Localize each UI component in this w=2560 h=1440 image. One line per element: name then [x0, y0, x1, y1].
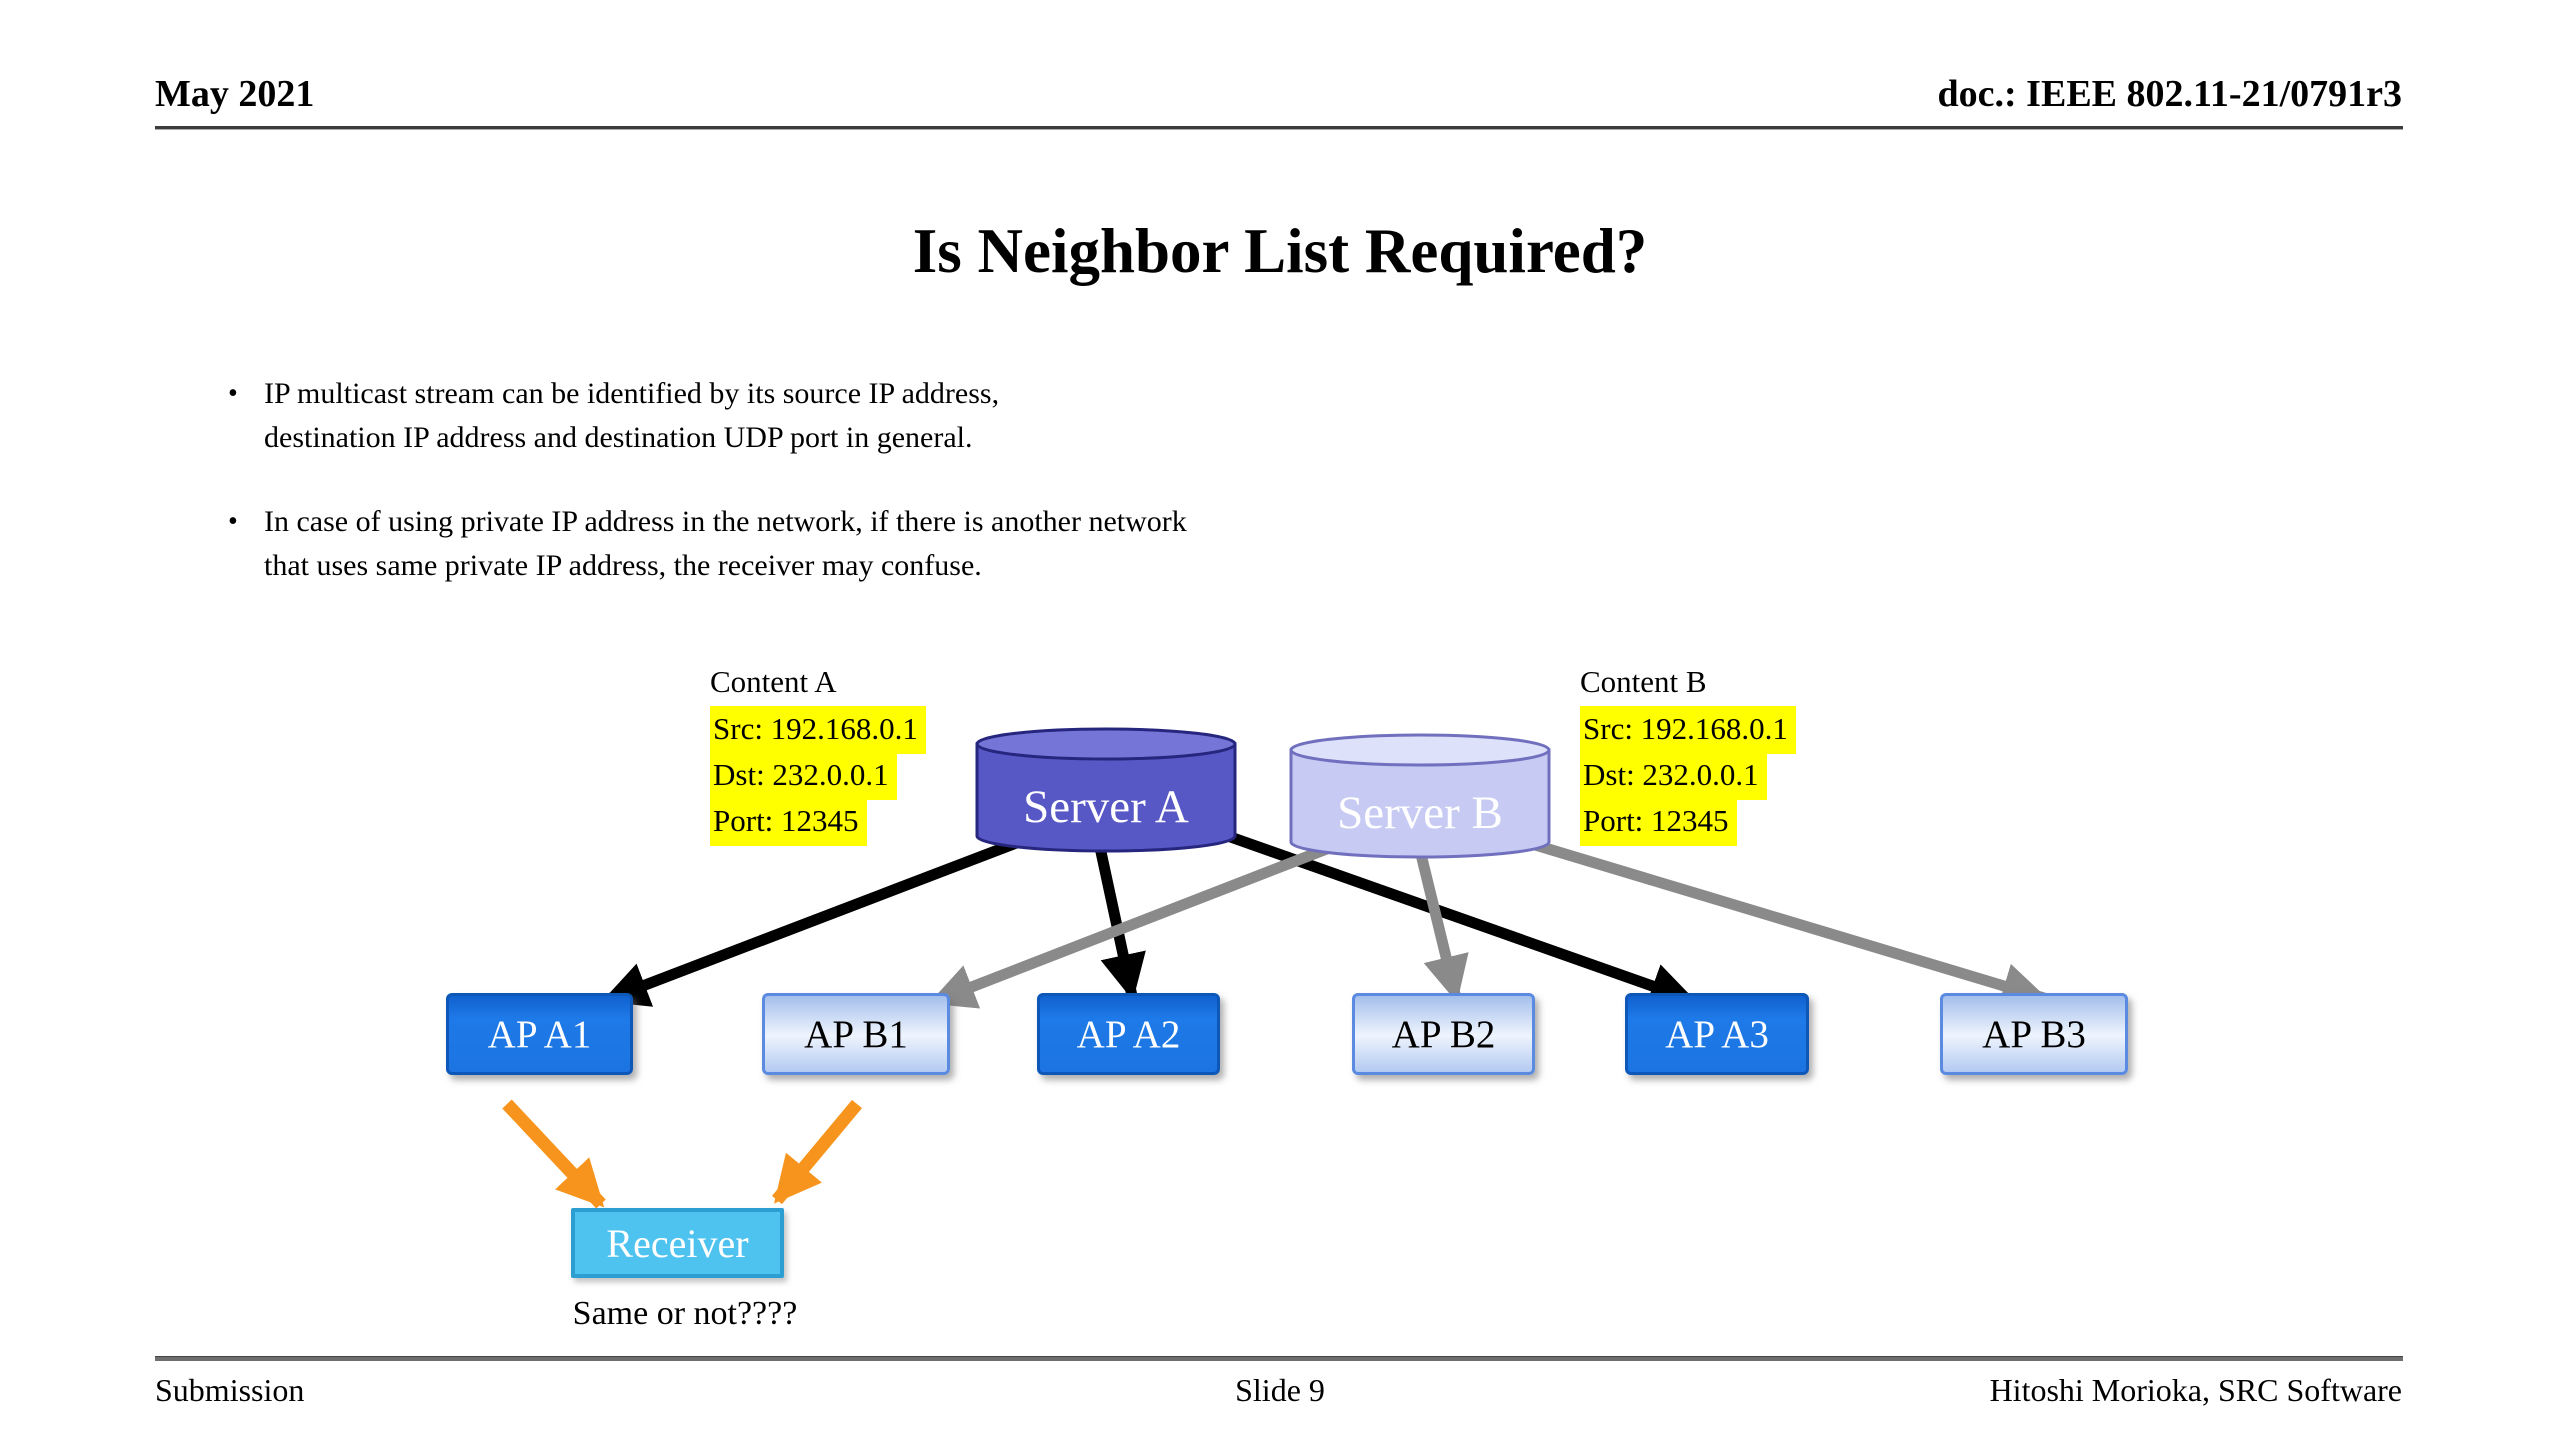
bullet-marker: •: [228, 378, 238, 409]
content-a-block: Content A Src: 192.168.0.1 Dst: 232.0.0.…: [710, 660, 926, 846]
bullet-line: IP multicast stream can be identified by…: [264, 377, 1000, 410]
content-b-block: Content B Src: 192.168.0.1 Dst: 232.0.0.…: [1580, 660, 1796, 846]
footer-author: Hitoshi Morioka, SRC Software: [1989, 1372, 2402, 1408]
arrow-apA1-to-receiver: [502, 1099, 606, 1209]
highlighted-text: Dst: 232.0.0.1: [1580, 752, 1767, 800]
server-b-cylinder: Server B: [1289, 733, 1551, 859]
server-b-top: [1289, 733, 1551, 767]
content-a-src: Src: 192.168.0.1: [710, 706, 926, 754]
server-a-body: [975, 742, 1237, 853]
content-b-dst: Dst: 232.0.0.1: [1580, 752, 1796, 800]
footer-submission: Submission: [155, 1372, 305, 1408]
node-ap-b2: AP B2: [1352, 993, 1535, 1075]
arrow-serverA-to-apA1: [601, 826, 1047, 1007]
server-a-label: Server A: [1023, 781, 1189, 833]
header-date: May 2021: [155, 73, 315, 115]
question-text: Same or not????: [572, 1295, 798, 1332]
server-b-label: Server B: [1337, 787, 1503, 839]
bullet-list: • IP multicast stream can be identified …: [228, 372, 1528, 588]
node-ap-a2: AP A2: [1037, 993, 1220, 1075]
highlighted-text: Src: 192.168.0.1: [710, 706, 926, 754]
server-a-cylinder: Server A: [975, 727, 1237, 853]
node-ap-b3: AP B3: [1940, 993, 2128, 1075]
arrow-serverB-to-apB1: [928, 832, 1357, 1009]
footer-slide-number: Slide 9: [1235, 1372, 1325, 1408]
arrow-serverA-to-apA3: [1203, 822, 1697, 1008]
content-b-port: Port: 12345: [1580, 798, 1796, 846]
node-ap-a3: AP A3: [1625, 993, 1809, 1075]
arrow-apB1-to-receiver: [772, 1099, 862, 1205]
content-a-title: Content A: [710, 664, 837, 699]
arrow-serverB-to-apB2: [1412, 840, 1469, 1003]
bullet-line: that uses same private IP address, the r…: [264, 549, 982, 582]
content-b-title: Content B: [1580, 664, 1707, 699]
content-a-dst: Dst: 232.0.0.1: [710, 752, 926, 800]
content-b-src: Src: 192.168.0.1: [1580, 706, 1796, 754]
header-doc-number: doc.: IEEE 802.11-21/0791r3: [1937, 73, 2402, 115]
bullet-marker: •: [228, 506, 238, 537]
bullet-line: In case of using private IP address in t…: [264, 505, 1187, 538]
highlighted-text: Dst: 232.0.0.1: [710, 752, 897, 800]
bullet-item: • IP multicast stream can be identified …: [228, 372, 1528, 460]
server-a-top: [975, 727, 1237, 761]
page-title: Is Neighbor List Required?: [912, 216, 1648, 286]
bullet-text: In case of using private IP address in t…: [264, 500, 1187, 588]
arrow-serverB-to-apB3: [1490, 826, 2049, 1009]
highlighted-text: Port: 12345: [1580, 798, 1737, 846]
header-rule: [155, 126, 2403, 130]
content-a-port: Port: 12345: [710, 798, 926, 846]
arrow-serverA-to-apA2: [1092, 836, 1146, 1001]
bullet-line: destination IP address and destination U…: [264, 421, 973, 454]
server-b-body: [1289, 748, 1551, 859]
highlighted-text: Port: 12345: [710, 798, 867, 846]
node-ap-b1: AP B1: [762, 993, 950, 1075]
node-ap-a1: AP A1: [446, 993, 633, 1075]
node-receiver: Receiver: [571, 1208, 784, 1278]
bullet-text: IP multicast stream can be identified by…: [264, 372, 999, 460]
footer-rule: [155, 1356, 2403, 1361]
bullet-item: • In case of using private IP address in…: [228, 500, 1528, 588]
highlighted-text: Src: 192.168.0.1: [1580, 706, 1796, 754]
